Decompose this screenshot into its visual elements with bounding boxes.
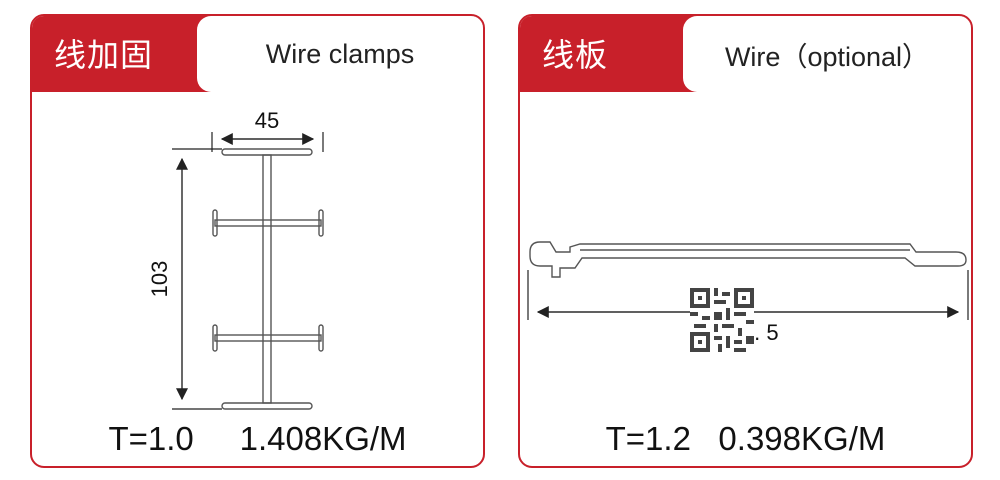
wire-board-panel: 线板 Wire（optional） 103. 5 [518,14,973,468]
panel-header: 线板 Wire（optional） [520,16,971,92]
top-flange [221,148,313,156]
panel-title-cn: 线加固 [54,36,154,74]
spec-label: T=1.0 1.408KG/M [108,420,407,457]
panel-title-en-box: Wire（optional） [683,16,971,92]
wire-clamp-profile-drawing: 45 103 [147,108,324,410]
panel-title-en: Wire（optional） [724,41,930,72]
qr-code-icon [690,288,754,352]
panel-title-en: Wire clamps [265,38,415,69]
lower-cross-arm [214,334,322,342]
panel-title-cn: 线板 [542,36,609,74]
upper-cross-arm [214,219,322,227]
panel-header: 线加固 Wire clamps [32,16,483,92]
height-dimension-label: 103 [147,261,172,298]
spec-label: T=1.2 0.398KG/M [605,420,886,457]
wire-board-profile [529,241,967,278]
vertical-web [262,154,272,404]
height-dimension [172,148,222,410]
panel-title-en-box: Wire clamps [197,16,483,92]
wire-clamps-panel: 线加固 Wire clamps [30,14,485,468]
width-dimension-label: 45 [255,108,279,133]
bottom-flange [221,402,313,410]
